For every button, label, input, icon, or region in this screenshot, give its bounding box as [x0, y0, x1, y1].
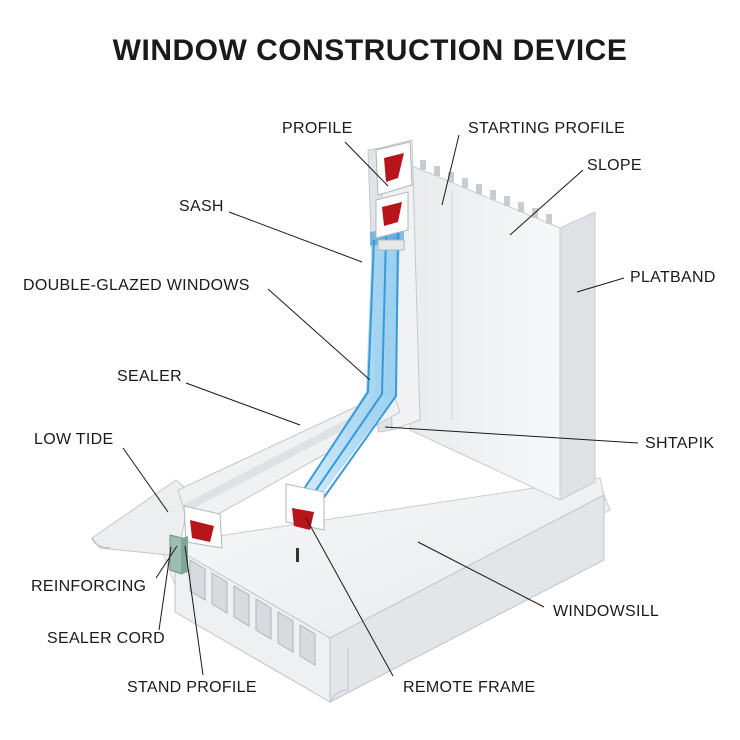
label-sealer: SEALER	[117, 368, 182, 385]
label-double-glazed-windows: DOUBLE-GLAZED WINDOWS	[23, 277, 250, 294]
label-profile: PROFILE	[282, 120, 353, 137]
label-slope: SLOPE	[587, 157, 642, 174]
label-starting-profile: STARTING PROFILE	[468, 120, 626, 137]
label-shtapik: SHTAPIK	[645, 435, 715, 452]
label-low-tide: LOW TIDE	[34, 431, 114, 448]
label-remote-frame: REMOTE FRAME	[403, 679, 536, 696]
leader-lines	[122, 134, 639, 677]
reinforcing-shape	[169, 534, 188, 575]
label-windowsill: WINDOWSILL	[553, 603, 660, 620]
windowsill-shape	[159, 477, 611, 703]
profile-sections-shape	[375, 141, 413, 251]
label-stand-profile: STAND PROFILE	[127, 679, 257, 696]
label-reinforcing: REINFORCING	[31, 578, 147, 595]
label-sash: SASH	[179, 198, 224, 215]
label-sealer-cord: SEALER CORD	[47, 630, 165, 647]
bottom-profile-sections-shape	[183, 483, 325, 562]
slope-panel-shape	[409, 160, 596, 501]
label-platband: PLATBAND	[630, 269, 716, 286]
low-tide-shape	[91, 479, 191, 557]
diagram-title: WINDOW CONSTRUCTION DEVICE	[112, 34, 628, 67]
